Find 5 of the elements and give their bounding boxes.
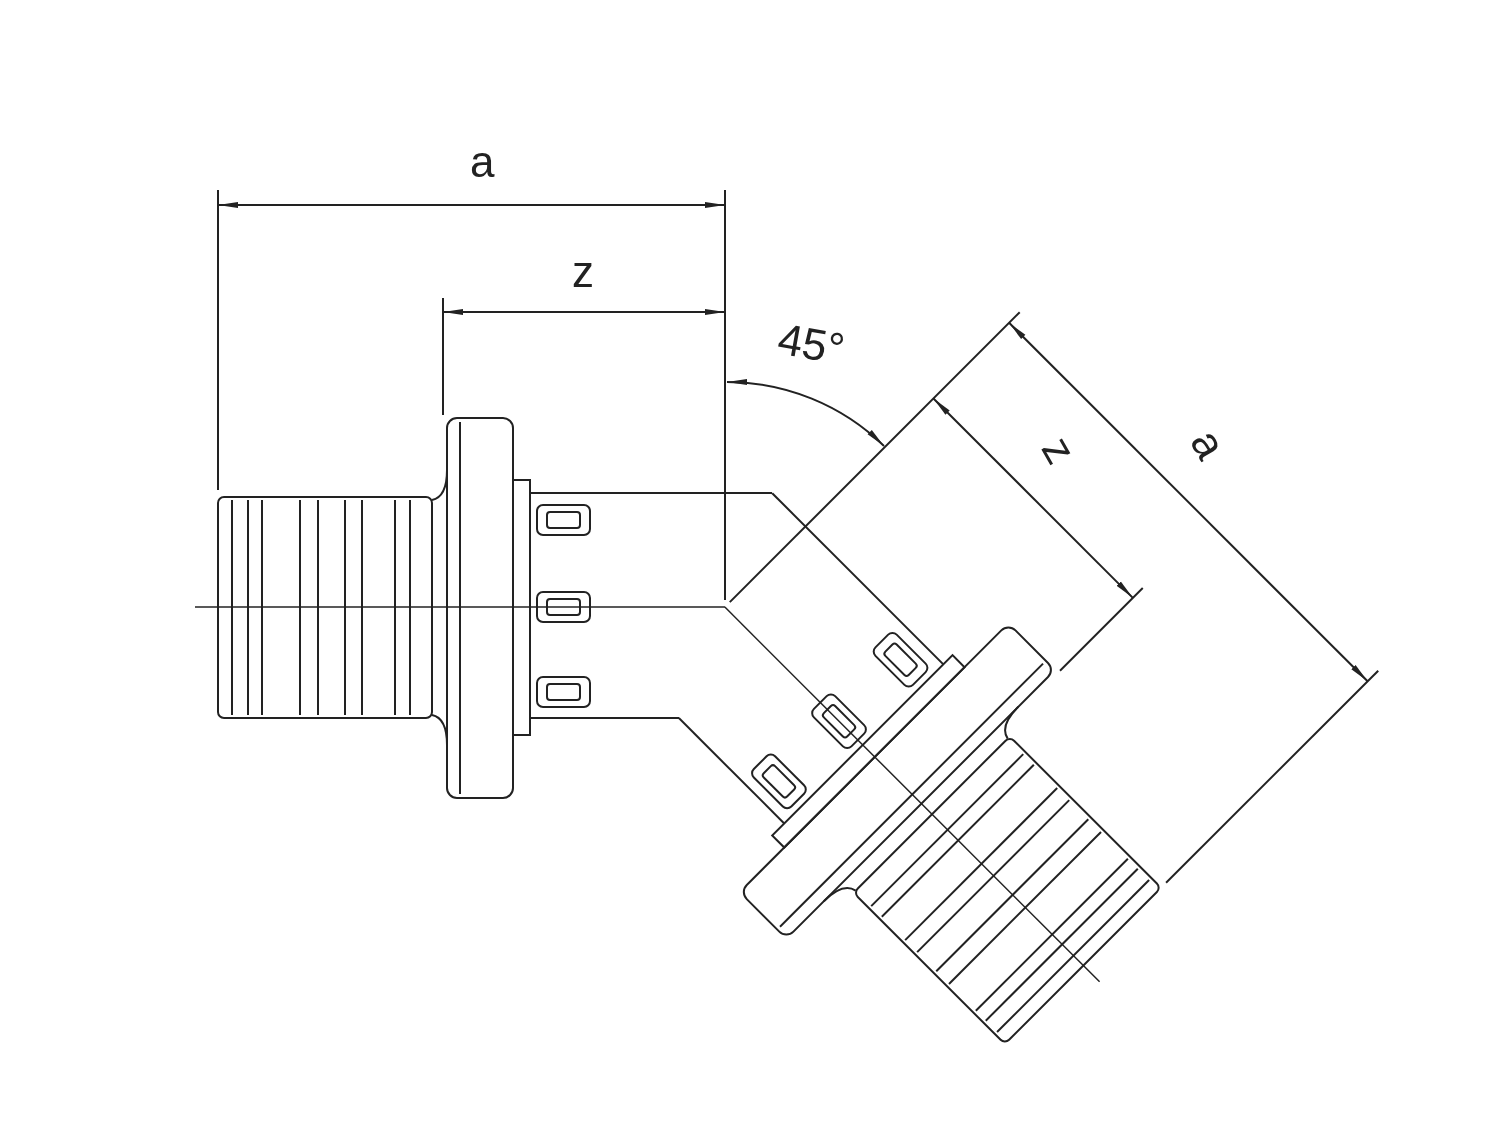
angle-label: 45° — [774, 316, 848, 372]
dimension-label: z — [1034, 429, 1084, 471]
dimension-label: a — [1183, 422, 1234, 466]
dimension-label: z — [572, 250, 594, 294]
dimension-label: a — [470, 140, 495, 184]
